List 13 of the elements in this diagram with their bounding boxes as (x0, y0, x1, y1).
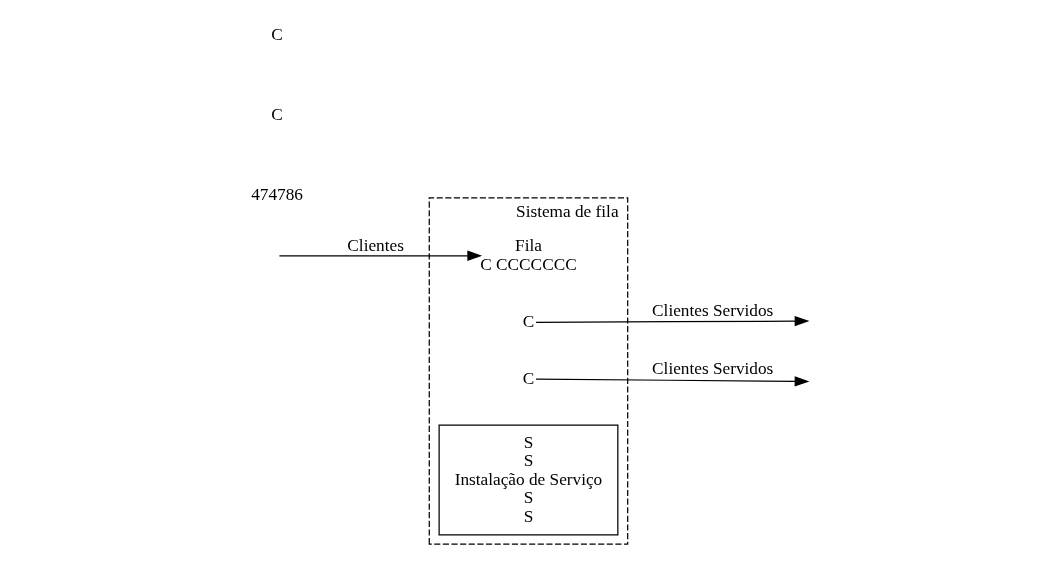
arrow (534, 315, 809, 327)
node-text: Fila C CCCCCCC (479, 236, 577, 274)
label: 474786 (250, 184, 303, 204)
label: C (270, 24, 283, 44)
edge-label: Clientes (346, 236, 404, 256)
edge-label: Clientes Servidos (651, 359, 773, 379)
arrow (534, 376, 809, 387)
node-text: C (522, 368, 534, 388)
node-box: S S Instalação de Serviço S S (438, 424, 618, 536)
arrow (278, 250, 482, 261)
label: C (270, 104, 283, 124)
edge-label: Clientes Servidos (651, 301, 773, 321)
node-text: C (522, 311, 534, 331)
